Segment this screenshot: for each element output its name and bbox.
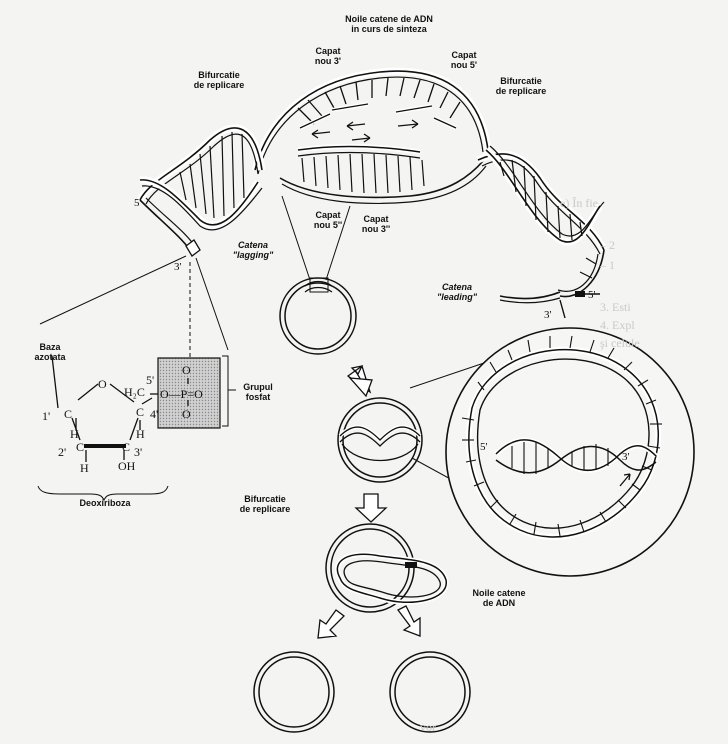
bg-text-2: – 2: [600, 238, 615, 252]
arrow-2: [354, 493, 388, 523]
chem-h2c: H₂C: [124, 385, 145, 399]
catenated-dna: [325, 523, 449, 613]
bg-text-4: 3. Esti: [600, 300, 631, 314]
bg-text-7: vor: [420, 720, 436, 734]
chem-c2: 2': [58, 445, 67, 459]
label-leading-strand: Catena"leading": [436, 282, 478, 302]
phosphate-o-bottom: O: [182, 407, 191, 421]
label-deoxyribose: Deoxiriboza: [79, 498, 131, 508]
zoom-box: [309, 277, 329, 293]
end-3-zoom: 3': [622, 451, 630, 463]
bg-text-5: 4. Expl: [600, 318, 635, 332]
nucleotide: [37, 355, 236, 502]
chem-c5: 5': [146, 373, 155, 387]
end-5-left: 5': [134, 197, 142, 209]
chem-c3: 3': [134, 445, 143, 459]
bg-text-3: – 1: [600, 258, 615, 272]
phosphate-row: O—P=O: [160, 387, 203, 401]
replication-bubble: [251, 67, 492, 205]
zoom-circle: [445, 327, 695, 577]
end-5-zoom: 5': [480, 441, 488, 453]
chem-ring-o: O: [98, 377, 107, 391]
chem-oh: OH: [118, 459, 136, 473]
right-helix: [476, 145, 608, 319]
chem-c1: 1': [42, 409, 51, 423]
arrows-split: [317, 605, 421, 639]
circular-dna-2: [337, 397, 423, 483]
daughter-circles: [253, 651, 471, 733]
chem-h-low-left: H: [80, 461, 89, 475]
chem-c4-symbol: C: [136, 405, 145, 419]
bg-text-6: şi celule: [600, 336, 640, 350]
end-5-right: 5': [588, 289, 596, 301]
end-3-right: 3': [544, 309, 552, 321]
end-3-left: 3': [174, 261, 182, 273]
chem-h-right: H: [136, 427, 145, 441]
chem-c1-symbol: C: [64, 407, 73, 421]
chem-c3-symbol: C: [122, 440, 131, 454]
phosphate-box: [157, 357, 221, 429]
phosphate-o-top: O: [182, 363, 191, 377]
label-lagging-strand: Catena"lagging": [232, 240, 274, 260]
left-helix: [136, 124, 266, 257]
bg-text-1: e) În fie: [560, 196, 598, 210]
chem-c4: 4': [150, 407, 159, 421]
chem-c2-symbol: C: [76, 440, 85, 454]
circular-dna-1: [279, 277, 357, 355]
chem-h-left: H: [70, 427, 79, 441]
